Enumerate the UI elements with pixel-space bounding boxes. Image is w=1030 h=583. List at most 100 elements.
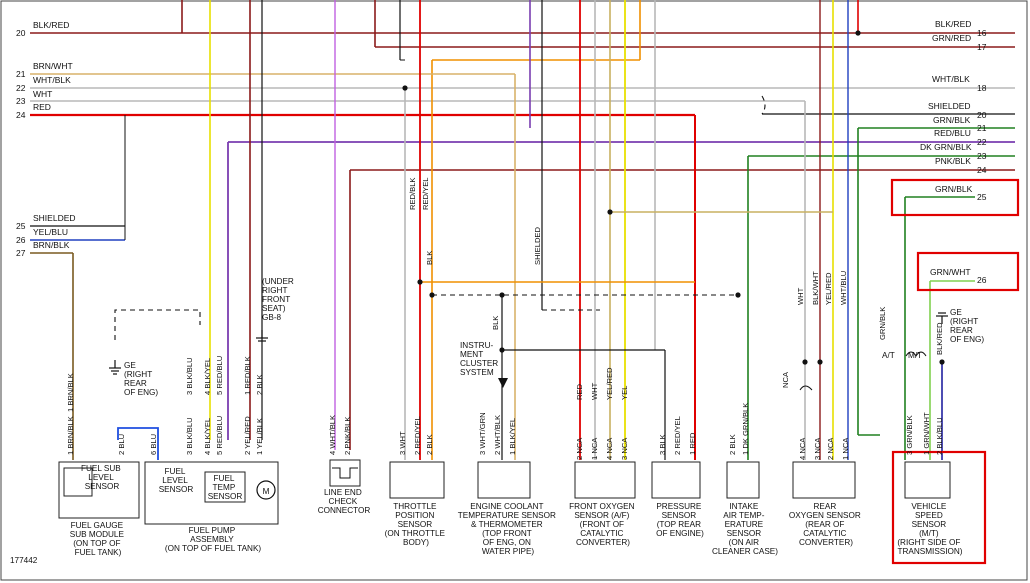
figure-id: 177442 xyxy=(10,556,38,565)
rear-oxygen-sensor-label: REAR OXYGEN SENSOR (REAR OF CATALYTIC CO… xyxy=(789,502,863,547)
pin-label: WHT/BLU xyxy=(839,271,848,305)
fuel-pump-assembly-label: FUEL PUMP ASSEMBLY (ON TOP OF FUEL TANK) xyxy=(165,526,262,553)
right-pin-21: 21 xyxy=(977,123,987,133)
right-pin-26: 26 xyxy=(977,275,987,285)
right-pin-17: 17 xyxy=(977,42,987,52)
pin-label: 2 NCA xyxy=(575,437,584,460)
left-wire-label-21: BRN/WHT xyxy=(33,61,73,71)
pin-label: WHT xyxy=(590,382,599,400)
fuel-gauge-sub-module-label: FUEL GAUGE SUB MODULE (ON TOP OF FUEL TA… xyxy=(70,521,126,557)
left-wire-label-25: SHIELDED xyxy=(33,213,76,223)
left-pin-22: 22 xyxy=(16,83,26,93)
left-wire-label-23: WHT xyxy=(33,89,52,99)
pin-label: YEL xyxy=(620,386,629,400)
right-pin-25: 25 xyxy=(977,192,987,202)
left-pin-27: 27 xyxy=(16,248,26,258)
highlight-box-vss xyxy=(891,450,987,565)
vertical-wires xyxy=(72,0,943,460)
intake-air-temp-sensor-label: INTAKE AIR TEMP- ERATURE SENSOR (ON AIR … xyxy=(712,502,778,556)
pin-label: 1 NCA xyxy=(841,437,850,460)
left-wire-label-22: WHT/BLK xyxy=(33,75,71,85)
pin-label: 3 NCA xyxy=(813,437,822,460)
right-pin-18: 18 xyxy=(977,83,987,93)
left-wire-label-24: RED xyxy=(33,102,51,112)
left-wire-label-26: YEL/BLU xyxy=(33,227,68,237)
pin-label: 3 BLK/BLU xyxy=(185,417,194,455)
ground-label-ge-right: GE (RIGHT REAR OF ENG) xyxy=(950,308,984,344)
left-pin-25: 25 xyxy=(16,221,26,231)
fuel-sub-level-sensor-label: FUEL SUB LEVEL SENSOR xyxy=(81,464,123,491)
pin-label: WHT xyxy=(796,287,805,305)
motor-label: M xyxy=(263,487,270,496)
pin-label: 1 RED xyxy=(688,432,697,455)
front-oxygen-sensor-label: FRONT OXYGEN SENSOR (A/F) (FRONT OF CATA… xyxy=(569,502,637,547)
engine-coolant-temp-sensor-label: ENGINE COOLANT TEMPERATURE SENSOR & THER… xyxy=(458,502,558,556)
left-pin-26: 26 xyxy=(16,235,26,245)
pin-label: RED/BLK xyxy=(408,178,417,211)
pin-label: BLK/WHT xyxy=(811,271,820,305)
highlight-box-pin26 xyxy=(916,251,1020,292)
pin-label: 2 BLK xyxy=(425,434,434,455)
right-wire-label-21: RED/BLU xyxy=(934,128,971,138)
pin-label: 1 GRN/WHT xyxy=(922,412,931,455)
pin-label: 1 BLK/YEL xyxy=(508,418,517,455)
pin-label: 4 WHT/BLK xyxy=(328,415,337,455)
left-wire-label-27: BRN/BLK xyxy=(33,240,70,250)
pin-label: 4 BLK/YEL xyxy=(203,358,212,395)
right-pin-22: 22 xyxy=(977,137,987,147)
right-wire-label-shielded: SHIELDED xyxy=(928,101,971,111)
pin-label: 2 BLU xyxy=(117,434,126,455)
pin-label: BLK/RED xyxy=(935,322,944,355)
pin-label: 3 BLK xyxy=(658,434,667,455)
pin-label: 3 GRN/BLK xyxy=(905,415,914,455)
pin-label: 1 DK GRN/BLK xyxy=(741,403,750,455)
pressure-sensor-label: PRESSURE SENSOR (TOP REAR OF ENGINE) xyxy=(656,502,704,538)
label-nca: NCA xyxy=(781,371,790,388)
pin-label: 2 BLK xyxy=(255,374,264,395)
pin-label: 2 WHT/BLK xyxy=(493,415,502,455)
pin-label: 2 RED/YEL xyxy=(413,416,422,455)
pin-label: 2 PNK/BLK xyxy=(343,417,352,455)
left-bus-wires xyxy=(30,32,1015,254)
throttle-position-sensor-label: THROTTLE POSITION SENSOR (ON THROTTLE BO… xyxy=(385,502,448,547)
pin-label-group: 1 BRN/BLK 2 BLU 1 BRN/BLK 6 BLU 3 BLK/BL… xyxy=(66,178,944,461)
pin-label: 4 NCA xyxy=(798,437,807,460)
right-pin-20: 20 xyxy=(977,110,987,120)
right-wire-label-25: GRN/BLK xyxy=(935,184,973,194)
pin-label: 2 NCA xyxy=(826,437,835,460)
right-pin-24: 24 xyxy=(977,165,987,175)
fuel-temp-sensor-label: FUEL TEMP SENSOR xyxy=(208,474,243,501)
pin-label: 5 RED/BLU xyxy=(215,416,224,455)
right-wire-label-22: DK GRN/BLK xyxy=(920,142,972,152)
right-wire-label-20: GRN/BLK xyxy=(933,115,971,125)
right-pin-16: 16 xyxy=(977,28,987,38)
pin-label: GRN/BLK xyxy=(878,307,887,340)
pin-label: 1 NCA xyxy=(590,437,599,460)
highlight-boxes xyxy=(890,178,1020,565)
left-pin-21: 21 xyxy=(16,69,26,79)
pin-label: 6 BLU xyxy=(149,434,158,455)
right-wire-label-16: BLK/RED xyxy=(935,19,971,29)
right-bus-wires xyxy=(228,46,1015,282)
fuel-level-sensor-label: FUEL LEVEL SENSOR xyxy=(159,467,194,494)
pin-label: 4 NCA xyxy=(605,437,614,460)
pin-label: 3 BLK/BLU xyxy=(185,357,194,395)
pin-label: 3 NCA xyxy=(620,437,629,460)
left-wire-label-20: BLK/RED xyxy=(33,20,69,30)
right-wire-label-17: GRN/RED xyxy=(932,33,971,43)
instrument-cluster-label: INSTRU- MENT CLUSTER SYSTEM xyxy=(460,341,501,377)
pin-label: YEL/RED xyxy=(824,272,833,305)
pin-label: BLK xyxy=(425,251,434,265)
ground-label-ge-left: GE (RIGHT REAR OF ENG) xyxy=(124,361,158,397)
pin-label: 1 YEL/BLK xyxy=(255,418,264,455)
right-wire-label-26: GRN/WHT xyxy=(930,267,971,277)
component-boxes xyxy=(58,351,951,525)
left-pin-23: 23 xyxy=(16,96,26,106)
highlight-box-pin25 xyxy=(890,178,1020,217)
pin-label: RED xyxy=(575,383,584,400)
pin-label: 1 RED/BLK xyxy=(243,356,252,395)
pin-label: 2 BLK xyxy=(728,434,737,455)
pin-label: 4 BLK/YEL xyxy=(203,418,212,455)
pin-label: 5 RED/BLU xyxy=(215,356,224,395)
